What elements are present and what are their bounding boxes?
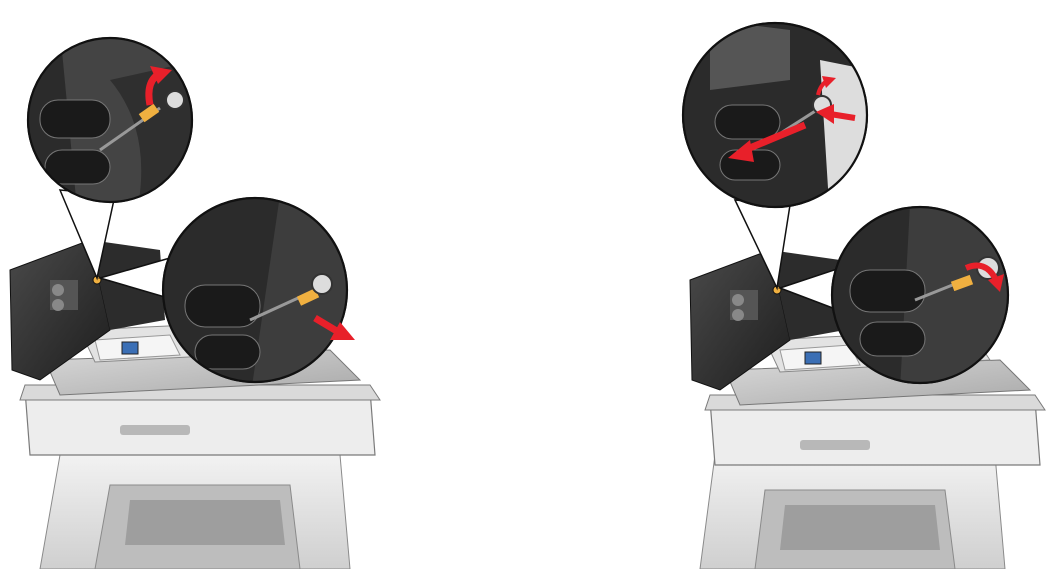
step-2-svg: [670, 0, 1050, 569]
step-2-illustration: [670, 0, 1050, 569]
printer-base: [700, 395, 1045, 569]
printer-base: [20, 385, 380, 569]
magnifier-circle-1: [680, 20, 880, 220]
step-1-svg: [0, 0, 400, 569]
step-1-illustration: [0, 0, 400, 569]
magnifier-circle-1: [20, 30, 220, 240]
